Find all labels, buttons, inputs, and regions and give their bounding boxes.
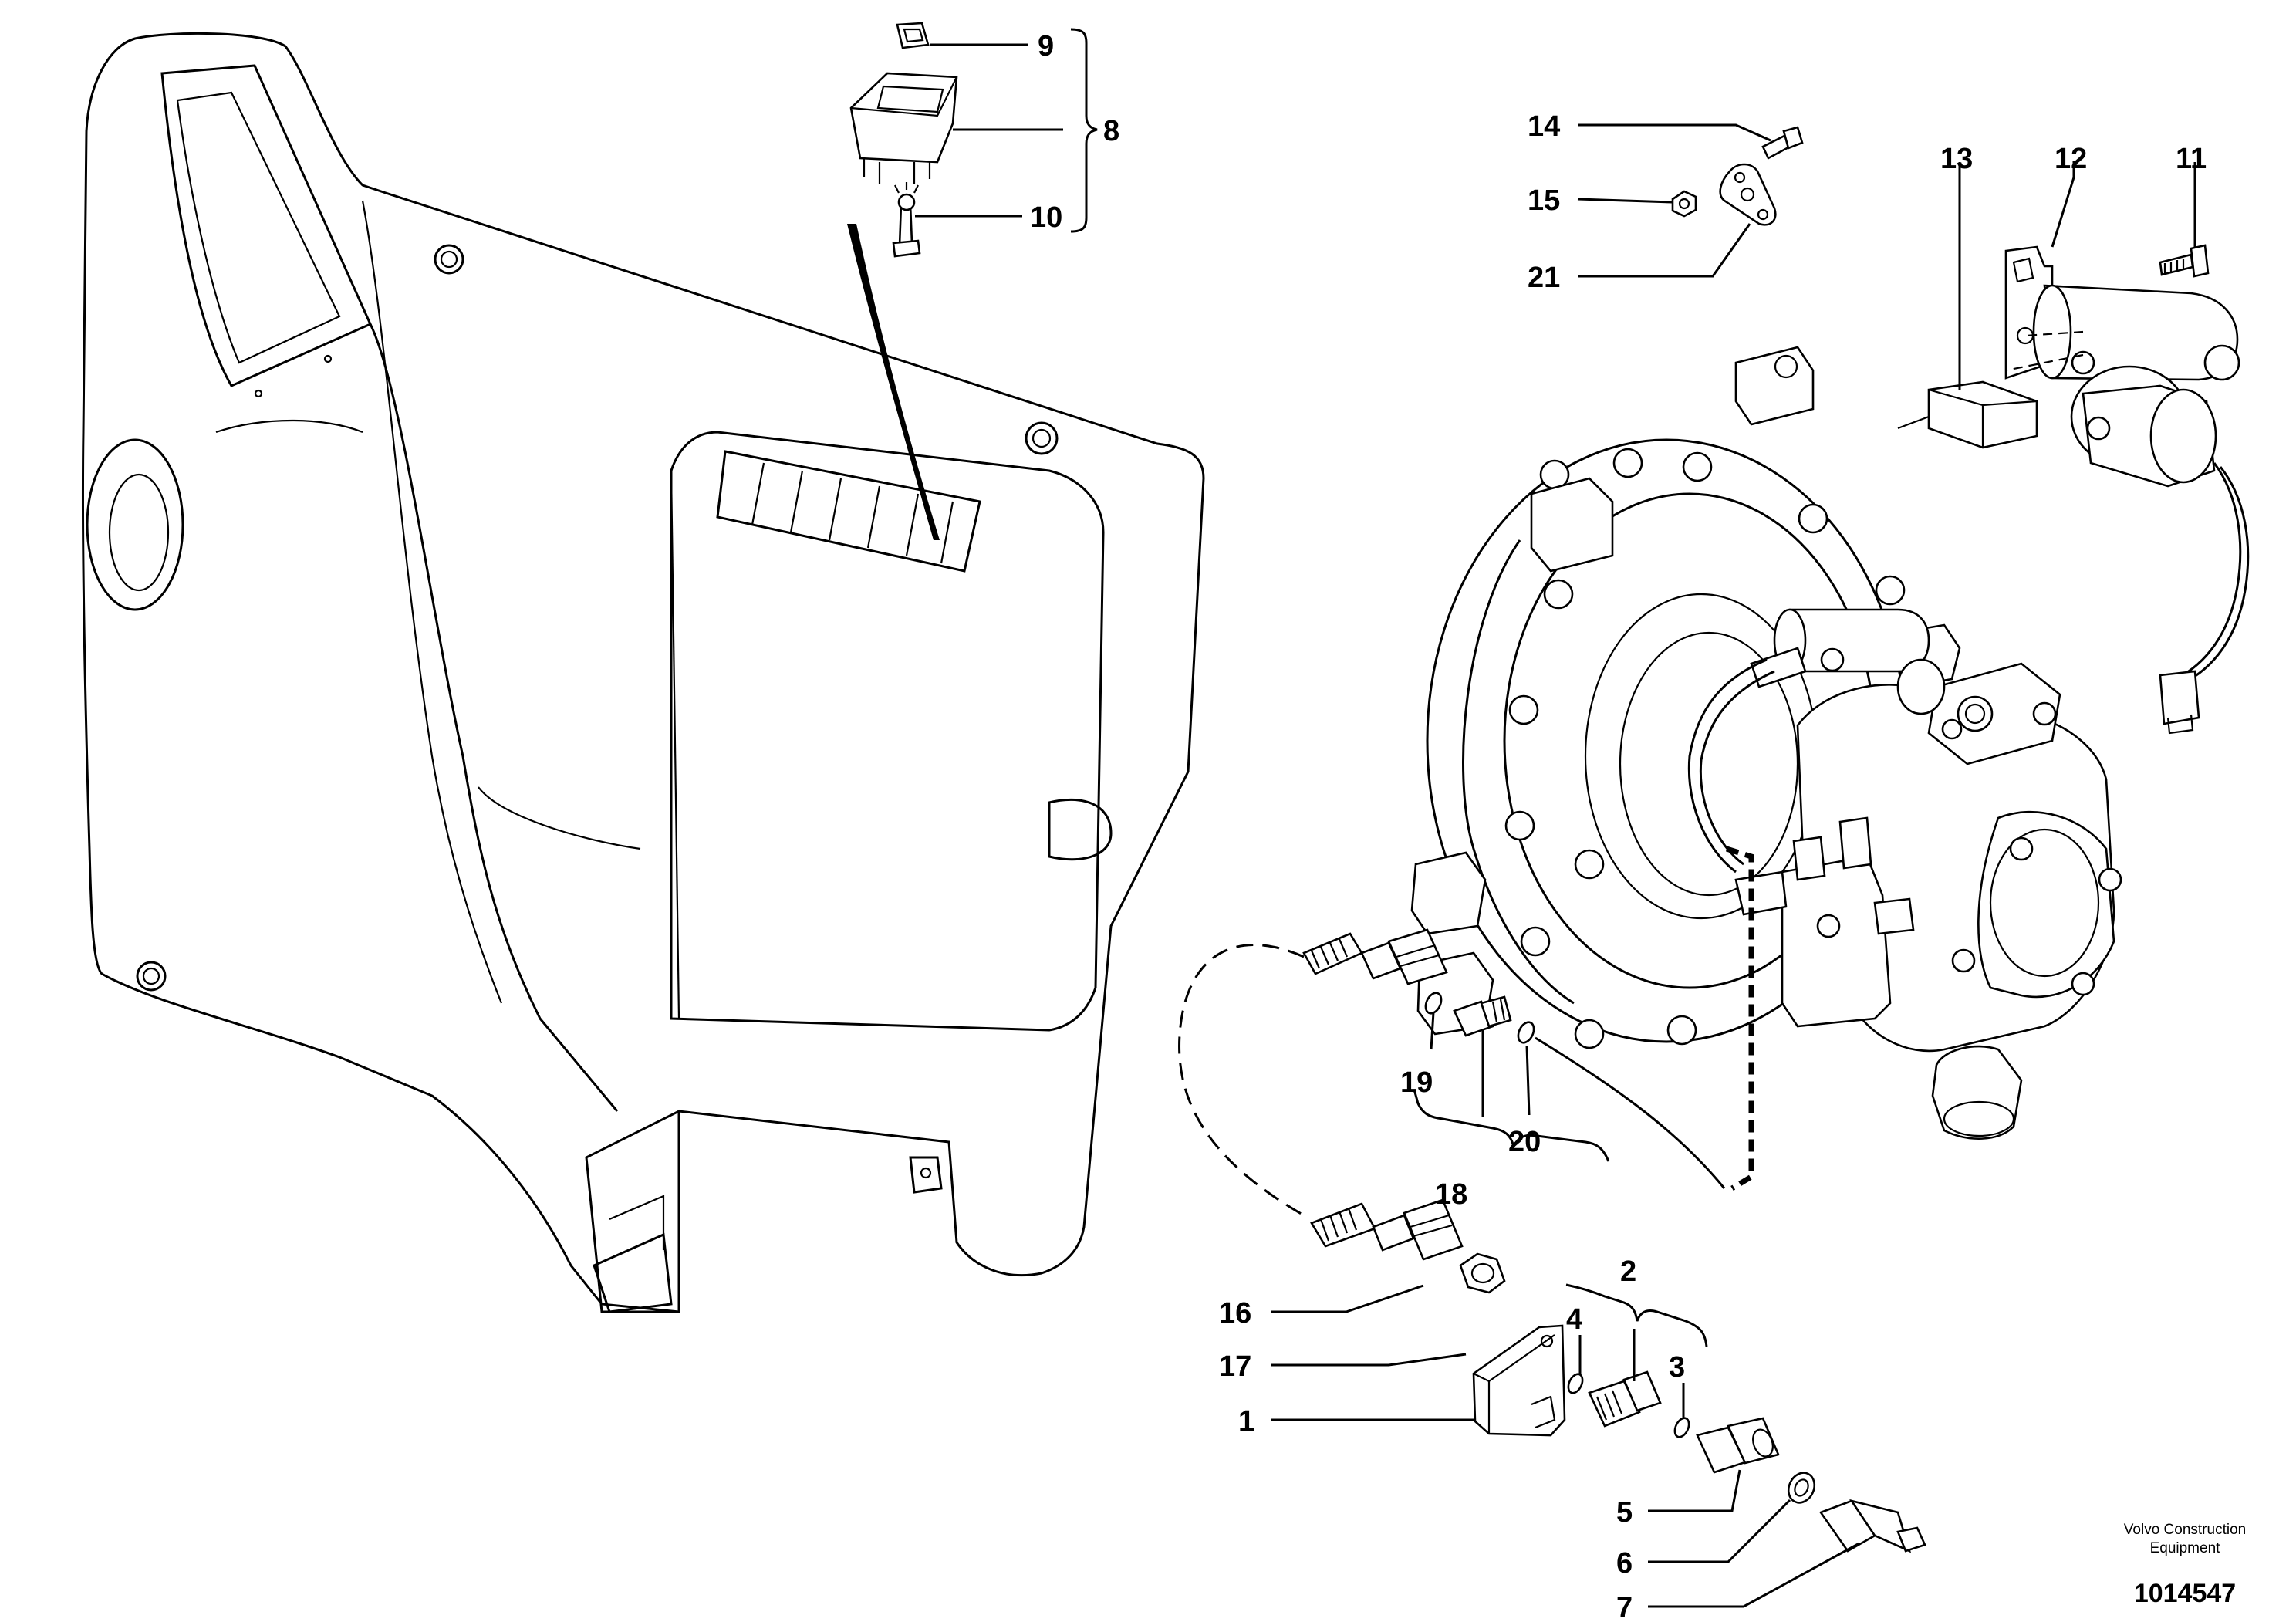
callout-21: 21 <box>1528 262 1560 294</box>
callout-17: 17 <box>1219 1350 1251 1383</box>
callout-14: 14 <box>1528 110 1560 143</box>
callout-1: 1 <box>1238 1405 1254 1438</box>
callout-8: 8 <box>1103 115 1119 147</box>
callout-19: 19 <box>1400 1066 1433 1099</box>
callout-12: 12 <box>2055 143 2087 175</box>
callout-15: 15 <box>1528 184 1560 217</box>
rocker-switch-assembly <box>849 22 1098 258</box>
flange-bolts <box>1504 448 1906 1049</box>
company-line-2: Equipment <box>2150 1540 2221 1556</box>
callout-11: 11 <box>2176 143 2207 175</box>
solenoid-assembly <box>1897 161 2250 735</box>
callout-5: 5 <box>1616 1496 1633 1529</box>
callout-3: 3 <box>1669 1351 1685 1384</box>
hose-fittings <box>1178 846 1926 1608</box>
callout-18: 18 <box>1435 1178 1467 1211</box>
company-line-1: Volvo Construction <box>2124 1522 2246 1538</box>
callout-20: 20 <box>1508 1126 1541 1158</box>
callout-2: 2 <box>1620 1255 1636 1288</box>
callout-7: 7 <box>1616 1592 1633 1622</box>
document-number: 1014547 <box>2134 1579 2236 1608</box>
callout-13: 13 <box>1940 143 1973 175</box>
callout-9: 9 <box>1038 30 1054 63</box>
callout-10: 10 <box>1030 201 1062 234</box>
plate-and-fasteners <box>1577 123 1804 278</box>
side-panel <box>81 32 1205 1313</box>
callout-4: 4 <box>1566 1303 1582 1336</box>
callout-6: 6 <box>1616 1547 1633 1580</box>
hydraulic-pump <box>1410 346 2122 1140</box>
callout-16: 16 <box>1219 1297 1251 1330</box>
pointer-arrow <box>847 224 940 540</box>
